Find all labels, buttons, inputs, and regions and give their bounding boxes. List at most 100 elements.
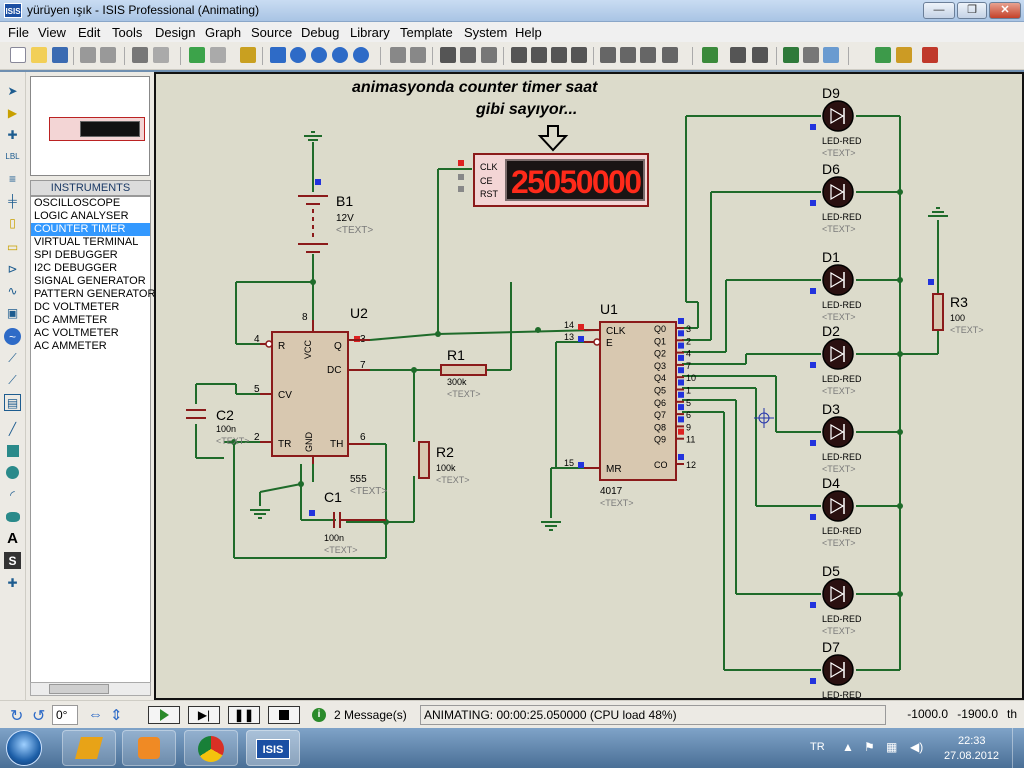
remove-sheet-icon[interactable] (803, 47, 819, 63)
mirror-horizontal-icon[interactable]: ⇔ (88, 706, 103, 723)
minimize-button[interactable]: — (923, 2, 955, 19)
instrument-counter-timer[interactable]: COUNTER TIMER (31, 223, 150, 236)
block-delete-icon[interactable] (571, 47, 587, 63)
menu-tools[interactable]: Tools (112, 25, 143, 40)
instrument-ac-voltmeter[interactable]: AC VOLTMETER (34, 327, 119, 339)
arc-tool-icon[interactable]: ◜ (10, 487, 15, 502)
start-button[interactable] (6, 730, 42, 766)
instrument-dc-voltmeter[interactable]: DC VOLTMETER (34, 301, 120, 313)
close-button[interactable]: ✕ (989, 2, 1021, 19)
marker-tool-icon[interactable]: ✚ (7, 575, 18, 590)
clock-time[interactable]: 22:33 (958, 735, 986, 747)
overview-preview[interactable] (30, 76, 150, 176)
device-pins-icon[interactable]: ⊳ (7, 261, 18, 276)
menu-system[interactable]: System (464, 25, 508, 40)
component-mode-icon[interactable]: ▶ (7, 105, 18, 120)
step-button[interactable]: ▶| (188, 706, 220, 724)
box-tool-icon[interactable] (4, 442, 21, 459)
menu-debug[interactable]: Debug (301, 25, 340, 40)
info-icon[interactable]: i (312, 708, 326, 722)
instrument-signal-generator[interactable]: SIGNAL GENERATOR (34, 275, 146, 287)
voltage-probe-icon[interactable]: ⟋ (8, 351, 17, 365)
copy-icon[interactable] (460, 47, 476, 63)
resistor-r3[interactable] (932, 293, 944, 331)
battery-b1[interactable] (298, 195, 328, 253)
virtual-instruments-icon[interactable]: ▤ (4, 394, 21, 411)
flag-icon[interactable]: ⚑ (864, 740, 875, 754)
ares-icon[interactable] (922, 47, 938, 63)
taskbar-app-media[interactable] (122, 730, 176, 766)
import-icon[interactable] (80, 47, 96, 63)
menu-source[interactable]: Source (251, 25, 293, 40)
line-tool-icon[interactable]: ╱ (8, 421, 17, 436)
resistor-r1[interactable] (440, 364, 487, 376)
taskbar-app-isis[interactable]: ISIS (246, 730, 300, 766)
instrument-i2c-debugger[interactable]: I2C DEBUGGER (34, 262, 118, 274)
paste-icon[interactable] (481, 47, 497, 63)
capacitor-c2[interactable] (186, 409, 206, 419)
instrument-logic-analyser[interactable]: LOGIC ANALYSER (34, 210, 129, 222)
pause-button[interactable]: ❚❚ (228, 706, 260, 724)
menu-graph[interactable]: Graph (205, 25, 242, 40)
wire-label-icon[interactable]: LBL (5, 152, 20, 161)
refresh-icon[interactable] (189, 47, 205, 63)
search-tag-icon[interactable] (730, 47, 746, 63)
instrument-spi-debugger[interactable]: SPI DEBUGGER (34, 249, 118, 261)
redo-icon[interactable] (410, 47, 426, 63)
ic-u2-555[interactable] (271, 331, 349, 457)
resistor-r2[interactable] (418, 441, 430, 479)
text-tool-icon[interactable]: A (7, 530, 18, 547)
taskbar-app-winamp[interactable] (62, 730, 116, 766)
pan-icon[interactable] (270, 47, 286, 63)
symbol-tool-icon[interactable]: S (4, 552, 21, 569)
menu-file[interactable]: File (8, 25, 29, 40)
junction-dot-icon[interactable]: ✚ (7, 127, 18, 142)
maximize-button[interactable]: ❐ (957, 2, 987, 19)
pick-device-icon[interactable] (600, 47, 616, 63)
menu-view[interactable]: View (38, 25, 66, 40)
zoom-to-child-icon[interactable] (823, 47, 839, 63)
zoom-area-icon[interactable] (353, 47, 369, 63)
instrument-dc-ammeter[interactable]: DC AMMETER (34, 314, 108, 326)
new-file-icon[interactable] (10, 47, 26, 63)
text-script-icon[interactable]: ≡ (8, 171, 16, 186)
instrument-ac-ammeter[interactable]: AC AMMETER (34, 340, 107, 352)
electrical-rules-check-icon[interactable] (896, 47, 912, 63)
circle-tool-icon[interactable] (4, 464, 21, 481)
bus-icon[interactable]: ╪ (8, 193, 17, 208)
language-indicator[interactable]: TR (810, 741, 825, 753)
instrument-oscilloscope[interactable]: OSCILLOSCOPE (34, 197, 121, 209)
block-move-icon[interactable] (531, 47, 547, 63)
print-area-icon[interactable] (153, 47, 169, 63)
messages-count[interactable]: 2 Message(s) (334, 708, 407, 722)
print-icon[interactable] (132, 47, 148, 63)
wire-autorouter-icon[interactable] (702, 47, 718, 63)
menu-help[interactable]: Help (515, 25, 542, 40)
export-icon[interactable] (100, 47, 116, 63)
taskbar-app-chrome[interactable] (184, 730, 238, 766)
clock-date[interactable]: 27.08.2012 (944, 750, 1000, 762)
packaging-tool-icon[interactable] (640, 47, 656, 63)
tape-recorder-icon[interactable]: ▣ (6, 305, 19, 320)
generator-mode-icon[interactable]: ~ (4, 328, 21, 345)
capacitor-c1[interactable] (333, 512, 386, 528)
menu-library[interactable]: Library (350, 25, 390, 40)
grid-icon[interactable] (210, 47, 226, 63)
menu-template[interactable]: Template (400, 25, 453, 40)
current-probe-icon[interactable]: ⟋ (8, 373, 17, 387)
decompose-icon[interactable] (662, 47, 678, 63)
selection-mode-icon[interactable]: ➤ (7, 83, 18, 98)
mirror-vertical-icon[interactable]: ⇕ (110, 707, 123, 724)
schematic-canvas[interactable]: B1 12V <TEXT> U2 555 <TEXT> R VCC Q DC C… (156, 74, 1022, 698)
stop-button[interactable] (268, 706, 300, 724)
path-tool-icon[interactable] (4, 508, 21, 525)
undo-icon[interactable] (390, 47, 406, 63)
